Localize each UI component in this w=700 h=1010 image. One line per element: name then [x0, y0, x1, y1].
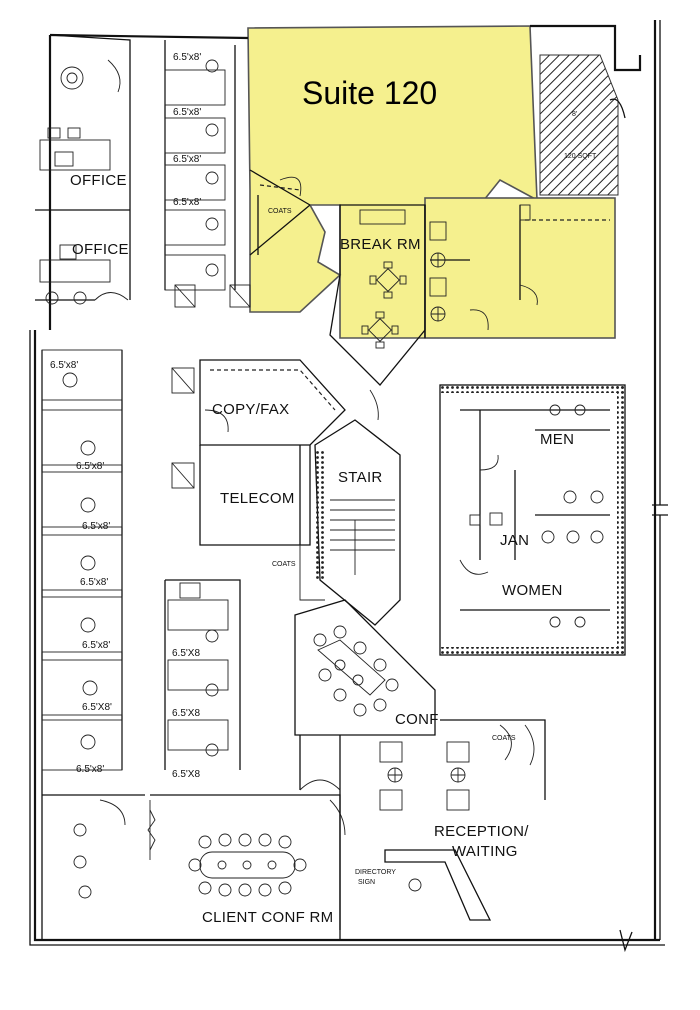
stair-label: STAIR: [338, 469, 383, 486]
women-label: WOMEN: [502, 582, 563, 599]
cubicle-left-4-label: 6.5'x8': [80, 577, 108, 588]
outer-walls: [29, 20, 668, 953]
cubicle-left-7-label: 6.5'x8': [76, 764, 104, 775]
cubicles-middle: [164, 579, 241, 770]
cubicle-top-4-label: 6.5'x8': [173, 197, 201, 208]
cubicle-left-2-label: 6.5'x8': [76, 461, 104, 472]
stair: [299, 419, 401, 626]
cubicle-top-2-label: 6.5'x8': [173, 107, 201, 118]
suite-title: Suite 120: [302, 75, 437, 111]
cubicle-left-6-label: 6.5'X8': [82, 702, 112, 713]
cubicle-mid-3-label: 6.5'X8: [172, 769, 200, 780]
office-2-label: OFFICE: [72, 241, 129, 258]
coats-reception-label: COATS: [492, 735, 516, 742]
conference-room: [294, 599, 436, 736]
cubicles-left: [41, 349, 123, 940]
cubicle-top-3-label: 6.5'x8': [173, 154, 201, 165]
cubicles-top: [164, 40, 251, 308]
conf-label: CONF: [395, 711, 439, 728]
office-1-label: OFFICE: [70, 172, 127, 189]
cubicle-left-5-label: 6.5'x8': [82, 640, 110, 651]
coats-suite-label: COATS: [268, 208, 292, 215]
hatched-label-b: 120 SQFT: [564, 153, 597, 160]
waiting-label: WAITING: [452, 843, 518, 860]
directory-label-b: SIGN: [358, 879, 375, 886]
client-conference-room: [42, 794, 341, 930]
client-conf-label: CLIENT CONF RM: [202, 909, 333, 926]
cubicle-left-3-label: 6.5'x8': [82, 521, 110, 532]
jan-label: JAN: [500, 532, 529, 549]
hatched-area: [539, 54, 619, 196]
cubicle-left-1-label: 6.5'x8': [50, 360, 78, 371]
directory-label-a: DIRECTORY: [355, 869, 396, 876]
telecom-label: TELECOM: [220, 490, 295, 507]
cubicle-mid-1-label: 6.5'X8: [172, 648, 200, 659]
coats-stair-label: COATS: [272, 561, 296, 568]
copy-fax-label: COPY/FAX: [212, 401, 289, 418]
reception-label: RECEPTION/: [434, 823, 529, 840]
break-room-label: BREAK RM: [340, 236, 421, 253]
break-room: [329, 204, 426, 421]
men-label: MEN: [540, 431, 574, 448]
restrooms: [439, 384, 626, 656]
office-block: [35, 34, 131, 305]
copy-telecom: [171, 359, 346, 546]
cubicle-top-1-label: 6.5'x8': [173, 52, 201, 63]
cubicle-mid-2-label: 6.5'X8: [172, 708, 200, 719]
hatched-label-a: 8': [572, 111, 577, 118]
